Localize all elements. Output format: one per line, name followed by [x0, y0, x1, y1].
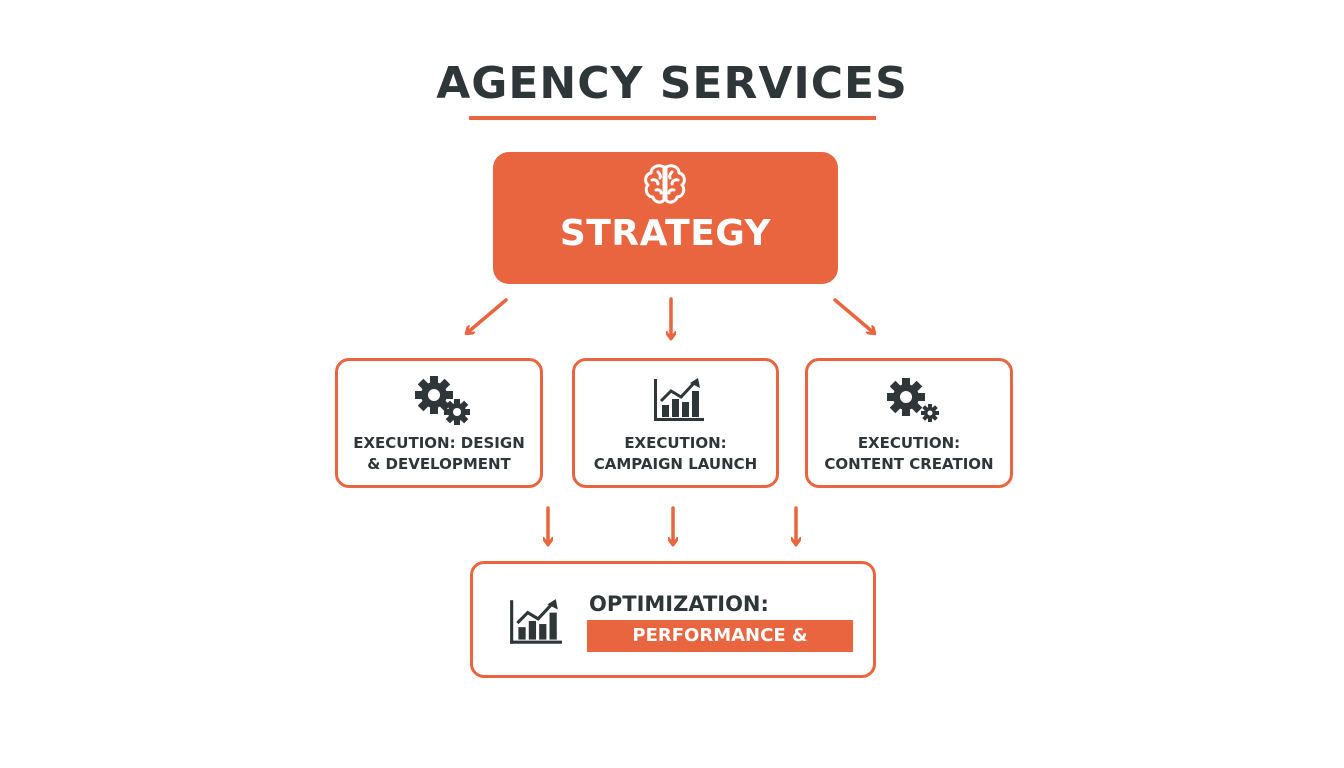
arrow-strategy-to-content	[833, 298, 874, 333]
title-underline	[469, 116, 876, 120]
execution-campaign-node: EXECUTION: CAMPAIGN LAUNCH	[572, 358, 779, 488]
bar-chart-icon	[510, 599, 562, 644]
execution-content-line2: CONTENT CREATION	[824, 455, 994, 473]
strategy-label: STRATEGY	[559, 213, 772, 254]
execution-design-line1: EXECUTION: DESIGN	[353, 434, 525, 452]
gears-icon	[887, 378, 939, 422]
execution-campaign-line1: EXECUTION:	[624, 434, 727, 452]
gears-icon	[415, 376, 470, 425]
bar-chart-icon	[654, 378, 704, 421]
optimization-node: OPTIMIZATION: PERFORMANCE & SCALING	[470, 561, 876, 678]
execution-content-node: EXECUTION: CONTENT CREATION	[805, 358, 1013, 488]
execution-campaign-line2: CAMPAIGN LAUNCH	[593, 455, 758, 473]
brain-icon	[644, 164, 686, 204]
strategy-node: STRATEGY	[493, 152, 838, 284]
optimization-title: OPTIMIZATION:	[589, 592, 769, 616]
optimization-subtitle: PERFORMANCE & SCALING	[587, 620, 853, 678]
execution-design-node: EXECUTION: DESIGN & DEVELOPMENT	[335, 358, 543, 488]
execution-content-line1: EXECUTION:	[857, 434, 961, 452]
arrow-strategy-to-design	[467, 298, 508, 333]
execution-design-line2: & DEVELOPMENT	[367, 455, 511, 473]
page-title: AGENCY SERVICES	[436, 58, 908, 109]
